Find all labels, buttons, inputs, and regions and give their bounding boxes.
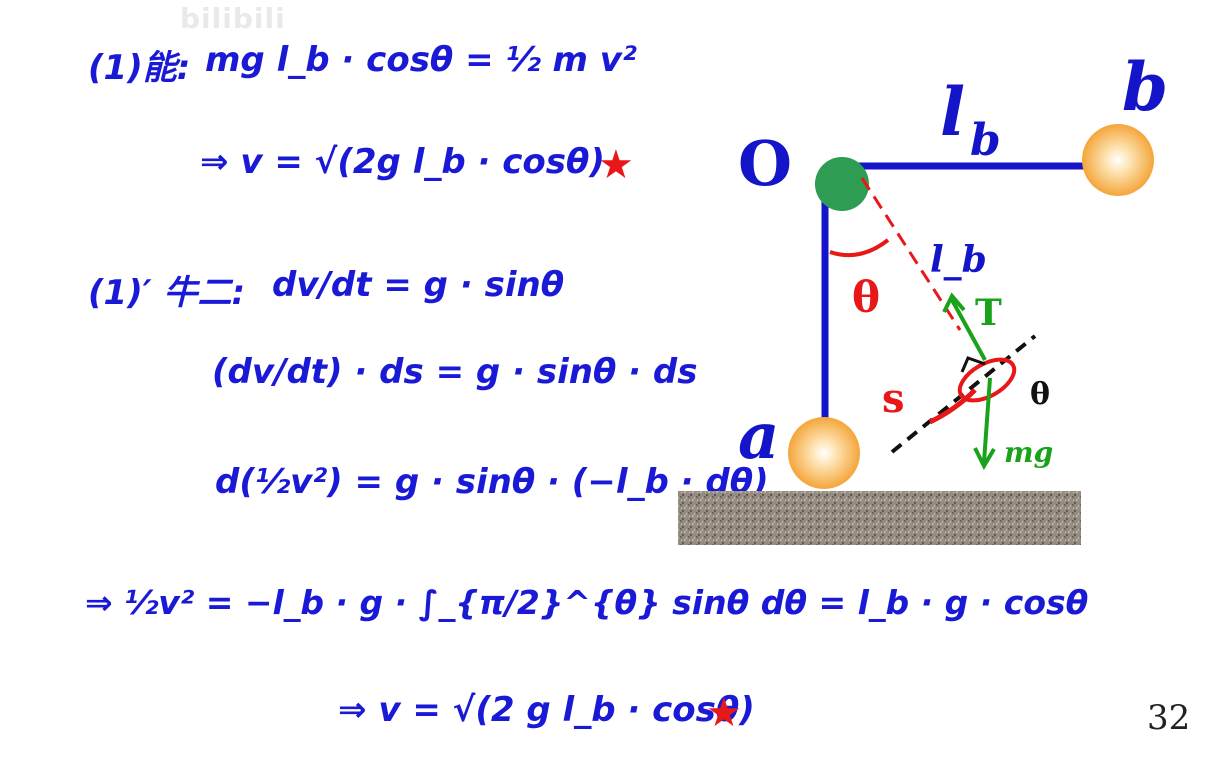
label-O: O: [738, 127, 792, 200]
slide-number: 32: [1147, 698, 1191, 738]
label-theta: θ: [852, 273, 880, 322]
pivot-point: [815, 157, 869, 211]
gravity-arrow: [982, 377, 992, 463]
star-mark-1: ★: [598, 142, 634, 188]
gravity-arrowhead: [973, 447, 996, 471]
label-lb: l: [940, 73, 965, 151]
label-a: a: [738, 399, 779, 474]
line1-label: (1)能:: [88, 48, 191, 88]
tangent-line: [890, 334, 1037, 454]
label-theta-small: θ: [1030, 377, 1050, 412]
tension-arrowhead: [942, 292, 966, 313]
ground-block: [678, 491, 1081, 545]
line1-equation: mg l_b · cosθ = ½ m v²: [205, 40, 637, 80]
label-s: s: [882, 375, 905, 422]
label-mg: mg: [1004, 436, 1053, 469]
watermark: bilibili: [180, 2, 286, 35]
ball-b: [1082, 124, 1154, 196]
angle-arc: [829, 238, 890, 258]
label-T: T: [975, 292, 1002, 334]
tension-arrow: [950, 299, 987, 361]
line3-equation: dv/dt = g · sinθ: [272, 265, 565, 305]
label-b: b: [1122, 48, 1168, 126]
right-angle-mark: [960, 356, 986, 373]
star-mark-2: ★: [706, 690, 742, 736]
line6-equation: ⇒ ½v² = −l_b · g · ∫_{π/2}^{θ} sinθ dθ =…: [85, 583, 1089, 622]
line4-equation: (dv/dt) · ds = g · sinθ · ds: [212, 352, 698, 392]
label-lb-subscript: b: [970, 115, 1001, 166]
dashed-string: [860, 177, 962, 331]
line7-equation: ⇒ v = √(2 g l_b · cosθ): [338, 690, 755, 730]
ball-a: [788, 417, 860, 489]
bob-outline: [957, 357, 1017, 403]
line2-equation: ⇒ v = √(2g l_b · cosθ): [200, 142, 605, 182]
label-lb-hand: l_b: [930, 239, 987, 281]
line3-label: (1)′ 牛二:: [88, 273, 246, 313]
arc-path-s: [928, 388, 977, 425]
line5-equation: d(½v²) = g · sinθ · (−l_b · dθ): [215, 462, 769, 502]
